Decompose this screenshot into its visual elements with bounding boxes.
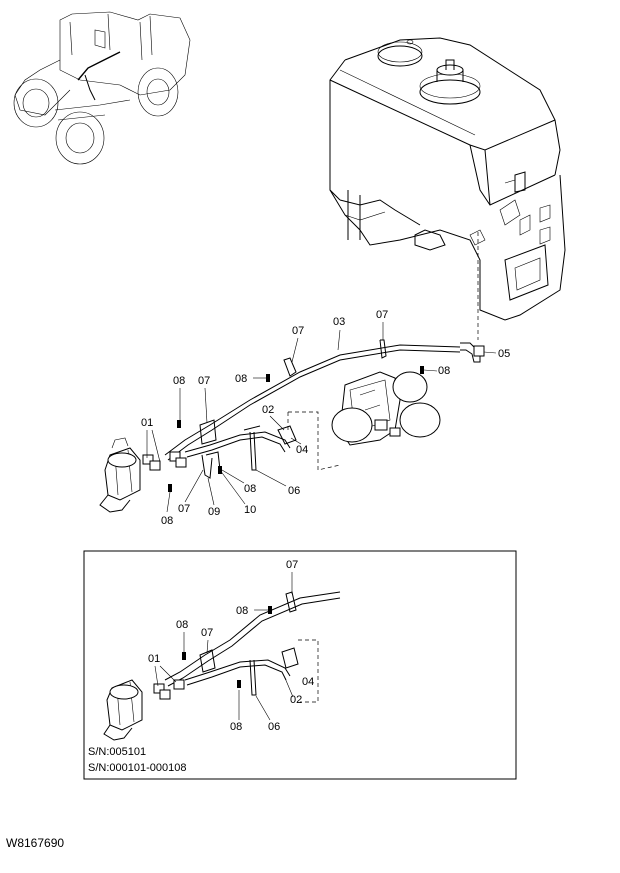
callout-07-top-a: 07 — [292, 325, 304, 337]
callout-07-low: 07 — [178, 503, 190, 515]
callout-08-c: 08 — [173, 375, 185, 387]
callout-06: 06 — [288, 485, 300, 497]
callout-10: 10 — [244, 504, 256, 516]
callout-04: 04 — [296, 444, 308, 456]
inset-callouts: 07 08 08 07 01 04 02 08 06 S/N:005101 S/… — [88, 559, 314, 774]
inset-callout-08-left: 08 — [176, 619, 188, 631]
inset-serial-1: S/N:005101 — [88, 746, 146, 758]
main-leader-lines — [146, 322, 497, 513]
callout-05: 05 — [498, 348, 510, 360]
inset-callout-07-mid: 07 — [201, 627, 213, 639]
callout-02: 02 — [262, 404, 274, 416]
inset-leader-lines — [154, 572, 294, 721]
bracket-outline — [287, 411, 341, 471]
callout-08-b: 08 — [438, 365, 450, 377]
inset-callout-01: 01 — [148, 653, 160, 665]
callout-03: 03 — [333, 316, 345, 328]
callout-07-top-b: 07 — [376, 309, 388, 321]
inset-callout-02: 02 — [290, 694, 302, 706]
inset-callout-04: 04 — [302, 676, 314, 688]
callout-08-a: 08 — [235, 373, 247, 385]
hydraulic-tank-assembly — [329, 37, 566, 321]
inset-callout-06: 06 — [268, 721, 280, 733]
machine-overview-thumbnail — [13, 11, 191, 165]
inset-callout-08-top: 08 — [236, 605, 248, 617]
inset-callout-08-bottom: 08 — [230, 721, 242, 733]
callout-08-d: 08 — [244, 483, 256, 495]
callout-07-mid: 07 — [198, 375, 210, 387]
inset-callout-07-top: 07 — [286, 559, 298, 571]
main-callouts: 03 07 07 05 08 08 08 07 02 04 01 08 06 0… — [141, 309, 510, 527]
accumulator-valve-group — [331, 371, 441, 446]
document-code: W8167690 — [6, 836, 65, 850]
callout-08-e: 08 — [161, 515, 173, 527]
callout-09: 09 — [208, 506, 220, 518]
inset-serial-2: S/N:000101-000108 — [88, 762, 186, 774]
main-pipe-routing — [99, 339, 485, 513]
callout-01: 01 — [141, 417, 153, 429]
inset-variant-box — [83, 550, 517, 780]
